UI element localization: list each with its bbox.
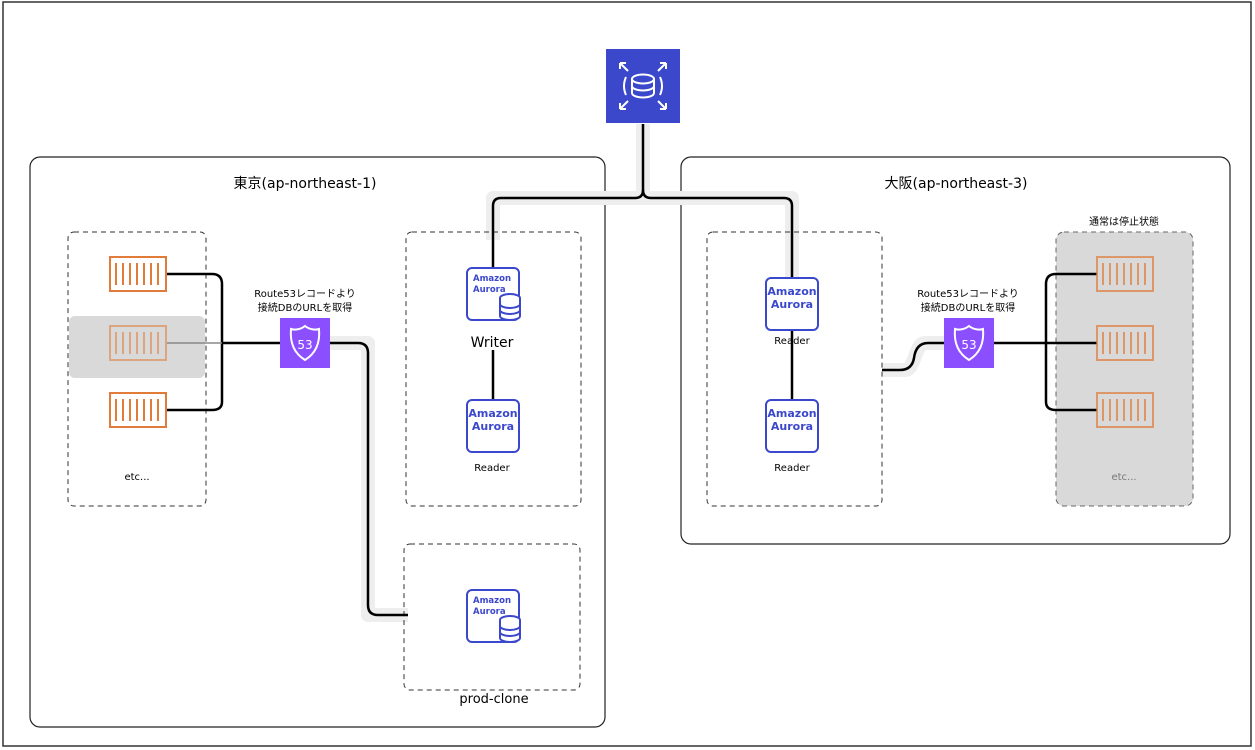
aurora-icon: Amazon Aurora xyxy=(466,589,521,643)
prod-clone-cluster xyxy=(403,543,581,691)
aurora-brand-line1: Amazon xyxy=(468,407,517,420)
aurora-brand-line2: Aurora xyxy=(771,420,813,433)
aurora-brand-line1: Amazon xyxy=(473,274,511,284)
osaka-stopped-container-group xyxy=(1055,231,1194,507)
aurora-brand-line2: Aurora xyxy=(472,420,514,433)
tokyo-region xyxy=(29,156,606,728)
route53-badge-number: 53 xyxy=(961,338,976,352)
aurora-brand-line2: Aurora xyxy=(771,298,813,311)
aurora-brand-line2: Aurora xyxy=(473,285,506,295)
aurora-brand-line2: Aurora xyxy=(473,607,506,617)
prod-clone-label: prod-clone xyxy=(459,692,528,707)
osaka-reader2-label: Reader xyxy=(774,463,810,474)
osaka-region-title: 大阪(ap-northeast-3) xyxy=(885,176,1028,192)
osaka-route53-note-line2: 接続DBのURLを取得 xyxy=(921,301,1015,314)
tokyo-container-group xyxy=(67,231,207,507)
aurora-brand-line1: Amazon xyxy=(767,285,816,298)
route53-icon: 53 xyxy=(279,317,331,369)
osaka-containers-etc: etc... xyxy=(1111,472,1136,483)
osaka-reader1-label: Reader xyxy=(774,336,810,347)
aurora-brand-line1: Amazon xyxy=(767,407,816,420)
aurora-icon: Amazon Aurora xyxy=(765,399,819,453)
aurora-brand-line1: Amazon xyxy=(473,596,511,606)
tokyo-route53-note-line2: 接続DBのURLを取得 xyxy=(258,301,352,314)
tokyo-reader-label: Reader xyxy=(474,463,510,474)
rds-global-database-icon xyxy=(606,49,680,123)
writer-label: Writer xyxy=(471,335,514,351)
aurora-icon: Amazon Aurora xyxy=(466,267,521,321)
connectors xyxy=(167,124,1097,617)
tokyo-containers-etc: etc... xyxy=(124,472,149,483)
route53-icon: 53 xyxy=(943,317,995,369)
aurora-icon: Amazon Aurora xyxy=(765,277,819,331)
osaka-route53-note-line1: Route53レコードより xyxy=(917,288,1019,300)
tokyo-region-title: 東京(ap-northeast-1) xyxy=(234,176,377,192)
aurora-icon: Amazon Aurora xyxy=(466,399,520,453)
osaka-stopped-label: 通常は停止状態 xyxy=(1089,215,1159,228)
tokyo-route53-note-line1: Route53レコードより xyxy=(254,288,356,300)
osaka-aurora-cluster xyxy=(706,231,883,507)
route53-badge-number: 53 xyxy=(297,338,312,352)
